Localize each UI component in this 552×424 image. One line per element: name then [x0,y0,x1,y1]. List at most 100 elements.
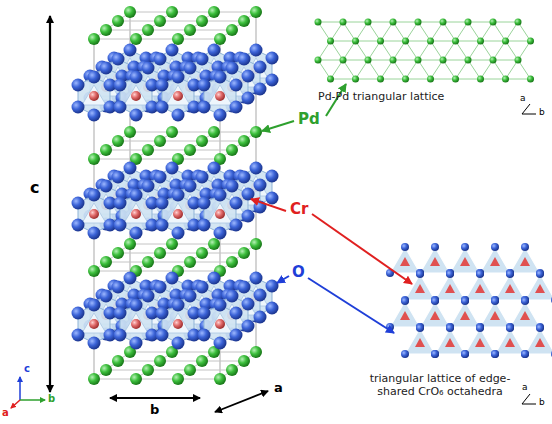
lattice-bond [468,22,493,23]
o-atom [254,289,267,302]
cell-edge [94,132,130,159]
cr-atom [131,91,141,101]
o-atom [230,79,243,92]
o-atom [154,171,167,184]
pd-atom [142,24,154,36]
o-atom [208,44,221,57]
o-atom [461,296,469,304]
pd-atom [172,373,184,385]
axis-label: b [539,107,545,118]
pd-atom [415,19,422,26]
o-atom [214,109,227,122]
pd-atom [465,57,472,64]
octahedron-face [208,313,232,333]
pd-atom [327,76,334,83]
cr-atom [535,284,545,293]
pd-atom [100,364,112,376]
cell-edge [94,159,220,160]
o-atom [100,290,113,303]
pd-atom [166,6,178,18]
o-atom [166,162,179,175]
pd-atom [130,33,142,45]
pd-atom [377,76,384,83]
pd-atom [166,238,178,250]
o-atom [154,281,167,294]
pd-atom [250,238,262,250]
o-atom [446,323,454,331]
o-atom [172,227,185,240]
o-atom [156,307,169,320]
lattice-bond [506,41,531,42]
octahedron-face [124,85,148,105]
o-atom [506,270,514,278]
o-atom [416,269,424,277]
cr-atom [415,284,425,293]
o-atom [112,281,125,294]
cr-atom [173,209,183,219]
cell-edge [136,244,172,271]
pd-atom [172,33,184,45]
pd-atom [427,76,434,83]
axis-label: b [150,402,159,418]
o-atom [551,296,552,304]
cell-edge [94,271,220,272]
pd-atom [327,38,334,45]
o-atom [506,323,514,331]
axis-arrows [50,16,268,412]
octahedron-face [208,85,232,105]
o-atom [100,62,113,75]
o-atom [491,350,499,358]
cell-edge [178,132,214,159]
pd-atom [402,76,409,83]
o-atom [72,101,85,114]
o-atom [112,171,125,184]
pd-atom [490,19,497,26]
pd-atom [502,76,509,83]
octahedron-face [82,313,106,333]
cell-edge [106,30,232,31]
lattice-bond [368,22,393,23]
pd-atom [184,144,196,156]
cell-edge [136,132,172,159]
cell-edge [130,352,256,353]
cell-edge [178,244,214,271]
o-atom [208,162,221,175]
o-atom [506,269,514,277]
lattice-bond [456,79,481,80]
o-atom [72,329,85,342]
cro6-lattice-inset [386,243,552,358]
o-atom [156,329,169,342]
o-atom [266,170,279,183]
pd-atom [390,57,397,64]
pd-atom [88,153,100,165]
lattice-bond [468,60,493,61]
pd-atom [154,355,166,367]
pd-atom [130,373,142,385]
o-atom [431,243,439,251]
o-atom [130,71,143,84]
o-atom [254,179,267,192]
o-atom [266,52,279,65]
cell-edge [94,244,130,271]
o-atom [266,302,279,315]
pd-atom [208,126,220,138]
cell-edge [94,379,220,380]
cell-edge [118,21,244,22]
cell-edge [106,370,232,371]
cr-atom [535,338,545,347]
o-atom [88,71,101,84]
pd-atom [340,57,347,64]
lattice-bond [318,22,343,23]
o-atom [250,162,263,175]
o-atom [446,269,454,277]
octahedron-face [166,313,190,333]
pd-atom [124,6,136,18]
pd-atom [502,38,509,45]
lattice-bond [356,41,381,42]
inset-caption: Pd-Pd triangular lattice [318,90,444,103]
pd-atom [238,355,250,367]
o-atom [476,270,484,278]
o-atom [214,71,227,84]
pd-atom [208,238,220,250]
o-atom [416,323,424,331]
